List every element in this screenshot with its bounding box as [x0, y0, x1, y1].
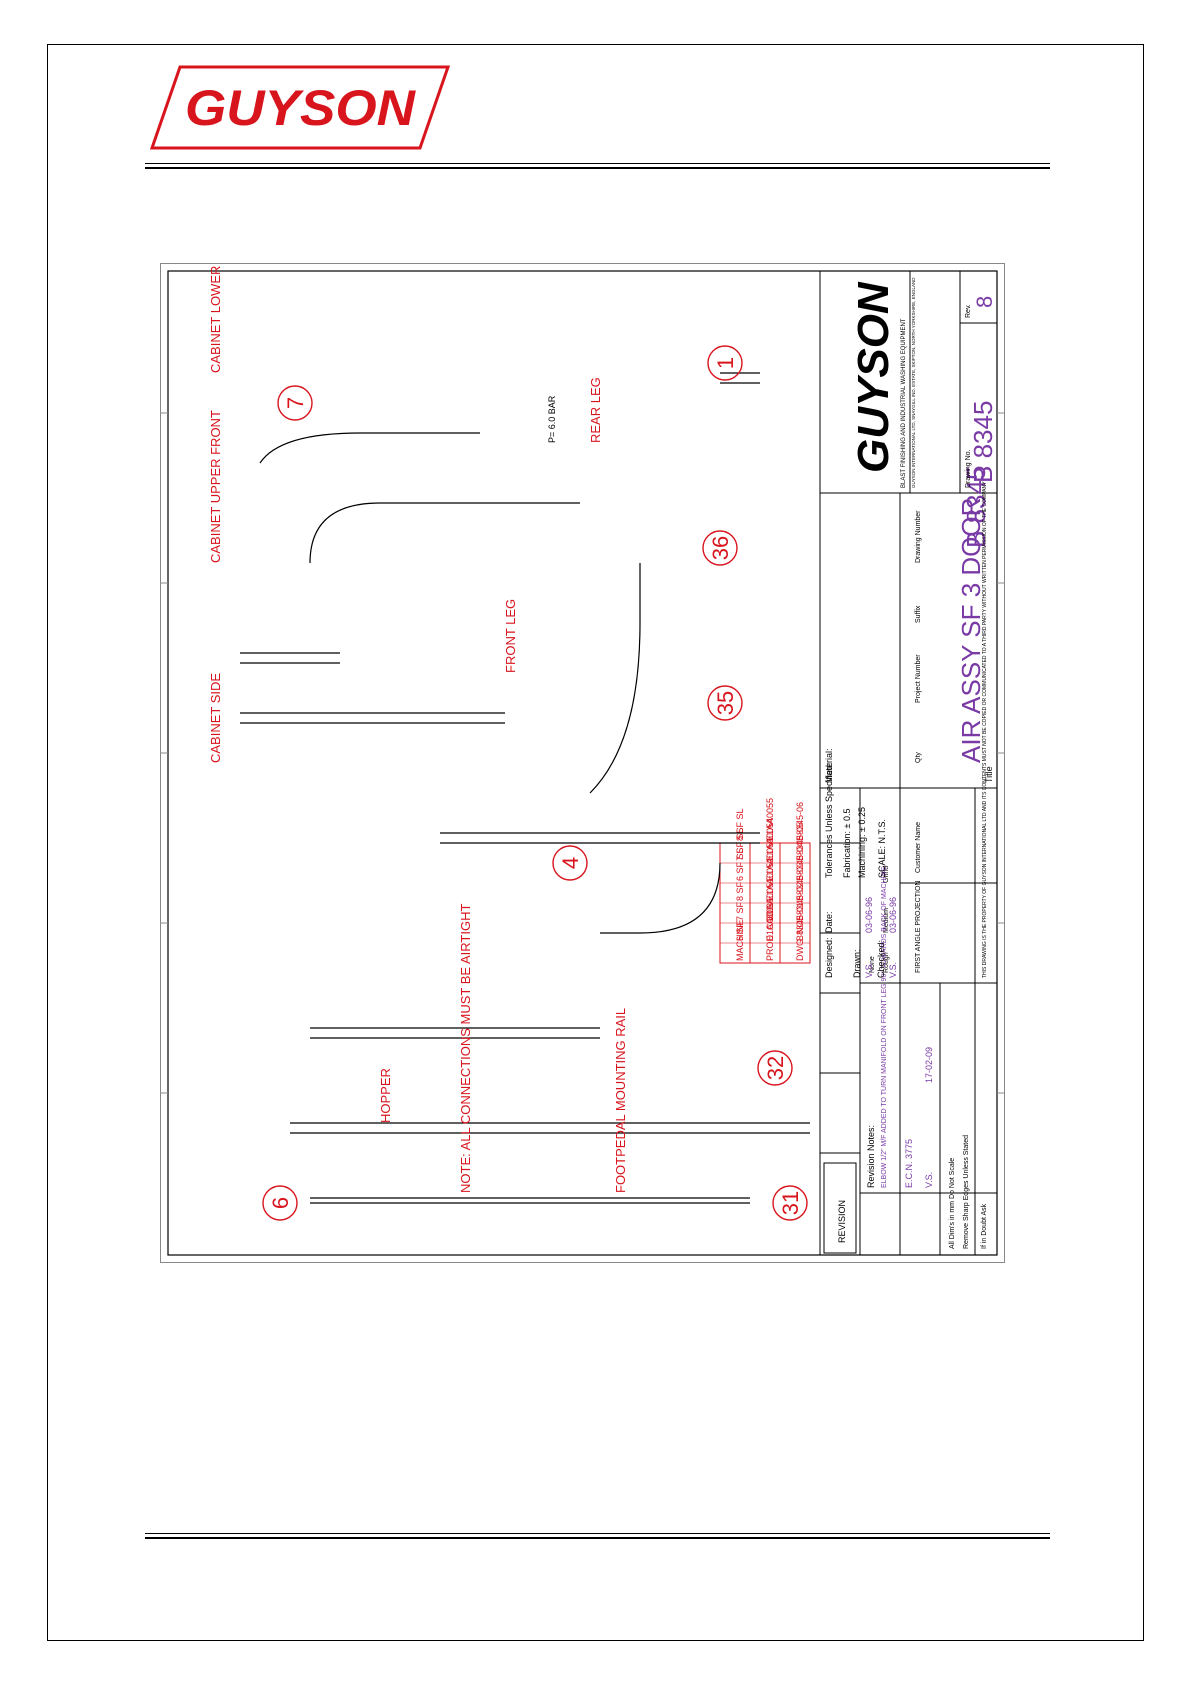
tb-rev: 8 — [972, 296, 997, 308]
tb-material-label: Material: — [824, 748, 834, 783]
table-cell: E1AA0051 — [765, 878, 775, 921]
table-cell: B8345-06 — [795, 802, 805, 841]
tb-rev-label: Rev. — [965, 304, 972, 318]
tb-finish-grind: Grind — [883, 866, 890, 883]
tb-drawing-no: B 8345 — [968, 401, 998, 483]
table-header-machine: MACHINE — [735, 919, 745, 961]
table-cell: E1AA0035 — [765, 898, 775, 941]
table-cell: E1AA0053 — [765, 838, 775, 881]
label-cabinet-lower-front: CABINET LOWER FRONT — [208, 263, 223, 373]
table-cell: B8345-04 — [795, 842, 805, 881]
table-cell: B8345-03 — [795, 862, 805, 901]
tb-edges-label: Remove Sharp Edges Unless Stated — [963, 1135, 970, 1249]
guyson-logo: GUYSON — [149, 65, 451, 155]
label-rear-leg: REAR LEG — [588, 377, 603, 443]
tb-checked-date: 03-06-96 — [888, 897, 898, 933]
tb-finish-medium: Medium — [883, 908, 890, 933]
tb-revision-notes-label: Revision Notes: — [866, 1125, 876, 1188]
tb-finish-none: None — [869, 956, 876, 973]
table-cell: 8 SF — [735, 881, 745, 901]
tb-checked-label: Checked: — [876, 940, 886, 978]
table-cell: E1AA0054 — [765, 818, 775, 861]
label-cabinet-upper-front: CABINET UPPER FRONT — [208, 410, 223, 563]
tb-qty-label: Qty — [915, 752, 922, 763]
table-cell: 6 SF SL — [735, 848, 745, 881]
header-rule-thick — [145, 167, 1050, 169]
label-front-leg: FRONT LEG — [503, 599, 518, 673]
tb-rev-drawn: V.S. — [924, 1172, 934, 1188]
tb-doubt-label: If in Doubt Ask — [981, 1203, 988, 1249]
tb-dims-label: All Dim's in mm Do Not Scale — [949, 1158, 956, 1249]
tb-customer-label: Customer Name — [915, 822, 922, 873]
balloon-36: 36 — [708, 536, 733, 560]
table-header-prod: PROD. CODE — [765, 904, 775, 961]
balloon-1: 1 — [713, 357, 738, 369]
tb-tolerances-label: Tolerances Unless Specified: — [824, 762, 834, 878]
tb-revision-note: ELBOW 1/2" M/F ADDED TO TURN MANIFOLD ON… — [880, 865, 888, 1188]
tb-address: GUYSON INTERNATIONAL LTD, SNAYGILL IND. … — [911, 277, 916, 488]
label-note: NOTE: ALL CONNECTIONS MUST BE AIRTIGHT — [458, 904, 473, 1193]
engineering-drawing: All Dim's in mm Do Not Scale Remove Shar… — [159, 217, 1006, 1268]
tb-finish-rough: Rough — [883, 952, 890, 973]
label-hopper: HOPPER — [378, 1068, 393, 1123]
table-cell: 7 SF SL — [735, 828, 745, 861]
tb-revision-label: REVISION — [837, 1200, 847, 1243]
tb-scale: SCALE: N.T.S. — [877, 819, 887, 878]
page-frame — [47, 44, 1144, 1641]
tb-property-note: THIS DRAWING IS THE PROPERTY OF GUYSON I… — [982, 481, 988, 978]
balloon-35: 35 — [713, 691, 738, 715]
label-cabinet-side: CABINET SIDE — [208, 673, 223, 763]
tb-tagline: BLAST FINISHING AND INDUSTRIAL WASHING E… — [901, 318, 907, 488]
table-cell: B8345-01 — [795, 902, 805, 941]
table-cell: B8345-05 — [795, 822, 805, 861]
table-cell: E1AA0055 — [765, 798, 775, 841]
tb-title-label: Title — [984, 766, 994, 783]
balloons — [262, 345, 808, 1221]
tb-drawn-date: 03-06-96 — [864, 897, 874, 933]
balloon-6: 6 — [268, 1197, 293, 1209]
header-rule-thin — [145, 163, 1050, 164]
machine-table: MACHINE PROD. CODE DWG. NO. 6 SF E1AA0035… — [719, 798, 811, 964]
logo-text: GUYSON — [185, 80, 416, 136]
table-header-dwg: DWG. NO. — [795, 918, 805, 961]
tb-projection-label: FIRST ANGLE PROJECTION — [915, 881, 922, 973]
tb-drawing-no-label: Drawing No. — [965, 449, 972, 488]
tb-rev-date: 17-02-09 — [924, 1047, 934, 1083]
tb-project-label: Project Number — [915, 654, 922, 703]
footer-rule-thick — [145, 1537, 1050, 1539]
table-cell: 8 SF SL — [735, 808, 745, 841]
tb-drawing-number: B 8345 — [961, 466, 991, 548]
balloon-7: 7 — [283, 397, 308, 409]
tb-drawing-number-label: Drawing Number — [915, 510, 922, 563]
table-cell: B8345-02 — [795, 882, 805, 921]
label-gauge: P= 6.0 BAR — [547, 395, 557, 443]
label-footpedal: FOOTPEDAL MOUNTING RAIL — [613, 1008, 628, 1193]
tb-title: AIR ASSY SF 3 DOOR — [956, 498, 986, 763]
balloon-31: 31 — [778, 1191, 803, 1215]
footer-rule-thin — [145, 1533, 1050, 1534]
tb-ecn: E.C.N. 3775 — [904, 1139, 914, 1188]
balloon-32: 32 — [763, 1056, 788, 1080]
tb-suffix-label: Suffix — [915, 605, 922, 623]
table-cell: E1AA0052 — [765, 858, 775, 901]
tb-checked: V.S. — [888, 962, 898, 978]
tb-drawn-label: Drawn: — [852, 949, 862, 978]
table-cell: 6 SF — [735, 921, 745, 941]
tb-fabrication: Fabrication: ± 0.5 — [842, 809, 852, 878]
tb-date-label: Date: — [824, 911, 834, 933]
tb-drawn: V.S. — [864, 962, 874, 978]
balloon-4: 4 — [558, 857, 583, 869]
tb-guyson-logo: GUYSON — [849, 281, 898, 473]
table-cell: 7 SF — [735, 901, 745, 921]
tb-designed-label: Designed: — [824, 937, 834, 978]
tb-machining: Machining: ± 0.25 — [857, 807, 867, 878]
